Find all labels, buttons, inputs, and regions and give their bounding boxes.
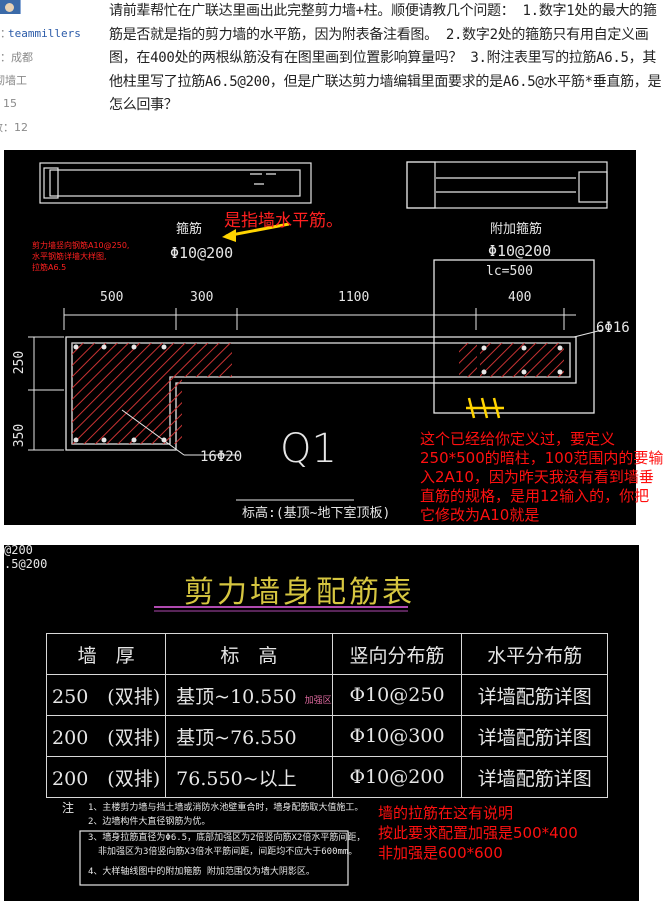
elevation-value: 基顶~10.550 [176, 685, 297, 708]
note-line: 1、主楼剪力墙与挡土墙或消防水池壁重合时，墙身配筋取大值施工。 [88, 803, 364, 813]
user-location: ：成都 [0, 51, 33, 65]
header-cell: 竖向分布筋 [331, 633, 463, 675]
rebar-dots [73, 344, 563, 443]
header-cell: 水平分布筋 [461, 633, 608, 675]
red-cad-note: 剪力墙竖向钢筋A10@250, 水平钢筋详墙大样图, 拉筋A6.5 [32, 240, 129, 273]
note-line: 非加强区为3倍竖向筋X3倍水平筋间距，间距均不应大于600mm。 [98, 847, 358, 857]
annotation-horizontal-bar: 是指墙水平筋。 [224, 211, 343, 231]
table-cell: Φ10@250 [331, 674, 463, 716]
cad-drawing-lines [28, 161, 608, 501]
dim-500: 500 [100, 290, 124, 305]
table-cell: 250 (双排) [45, 674, 167, 716]
table-title: 剪力墙身配筋表 [184, 575, 415, 610]
red-cad-note-line2: 水平钢筋详墙大样图, [32, 252, 107, 261]
dim-400: 400 [508, 290, 532, 305]
corner-spec-2: .5@200 [4, 557, 48, 571]
header-cell: 标 高 [165, 633, 333, 675]
header-cell: 墙 厚 [45, 633, 167, 675]
table-cell: Φ10@300 [331, 715, 463, 757]
rebar-16phi20: 16Φ20 [200, 449, 243, 465]
cad-wall-rebar-table: @200 .5@200 剪力墙身配筋表 墙 厚 标 高 竖向分布筋 水平分布筋 … [4, 545, 639, 901]
yellow-marks [466, 397, 504, 419]
column-hatch-extra [459, 343, 477, 377]
user-post-count: 帖子：15 [0, 97, 17, 110]
stirrup-label: 箍筋 [176, 222, 203, 237]
table-cell: 基顶~10.550 加强区 [165, 674, 333, 716]
column-hatch-left [72, 343, 182, 444]
cad-drawing-column-q1: 箍筋 Φ10@200 附加箍筋 Φ10@200 lc=500 剪力墙竖向钢筋A1… [4, 150, 636, 525]
table-row: 200 (双排) 76.550~以上 Φ10@200 详墙配筋详图 [45, 756, 608, 798]
table-cell: 基顶~76.550 [165, 715, 333, 757]
note-line: 4、大样轴线图中的附加箍筋 附加范围仅为墙大阴影区。 [88, 867, 315, 877]
username-link[interactable]: teammillers [8, 27, 81, 40]
user-profession: 砌墙工 [0, 74, 27, 87]
red-cad-note-line1: 剪力墙竖向钢筋A10@250, [32, 241, 130, 250]
rebar-6phi16: 6Φ16 [596, 320, 630, 336]
lc-label: lc=500 [486, 264, 533, 279]
location-prefix: ： [0, 51, 11, 64]
top-left-section [39, 162, 312, 204]
extra-stirrup-spec: Φ10@200 [488, 242, 552, 260]
note-line: 2、边墙构件大直径钢筋为优。 [88, 817, 211, 827]
table-cell: Φ10@200 [331, 756, 463, 798]
table-cell: 200 (双排) [45, 756, 167, 798]
note-line: 3、墙身拉筋直径为Φ6.5，底部加强区为2倍竖向筋X2倍水平筋间距， [88, 833, 366, 843]
leader-lines [121, 329, 603, 501]
location-value: 成都 [11, 51, 33, 64]
table-cell: 详墙配筋详图 [461, 715, 608, 757]
dimension-lines [28, 308, 576, 451]
user-prefix: ： [0, 27, 11, 40]
table-row: 250 (双排) 基顶~10.550 加强区 Φ10@250 详墙配筋详图 [45, 674, 608, 716]
annotation-reply: 这个已经给你定义过，要定义250*500的暗柱，100范围内的要输入2A10，因… [420, 430, 664, 524]
user-avatar[interactable] [0, 0, 21, 14]
jiaqiang-tag: 加强区 [304, 695, 332, 706]
table-cell: 200 (双排) [45, 715, 167, 757]
column-hatch-mid [182, 343, 232, 377]
top-right-section [406, 161, 608, 209]
corner-spec-1: @200 [4, 545, 33, 557]
question-text: 请前辈帮忙在广联达里画出此完整剪力墙+柱。顺便请教几个问题： 1.数字1处的最大… [109, 3, 662, 113]
dim-250: 250 [12, 350, 28, 375]
dim-1100: 1100 [338, 290, 370, 305]
elevation-label: 标高:(基顶~地下室顶板) [242, 506, 391, 521]
notes-list: 1、主楼剪力墙与挡土墙或消防水池壁重合时，墙身配筋取大值施工。 2、边墙构件大直… [88, 801, 365, 879]
table-cell: 76.550~以上 [165, 756, 333, 798]
user-fan-count: 粉丝数：12 [0, 121, 28, 134]
notes-head: 注 [62, 801, 75, 815]
dim-350: 350 [12, 423, 28, 448]
title-underline [79, 606, 408, 886]
table-header-row: 墙 厚 标 高 竖向分布筋 水平分布筋 [45, 633, 608, 675]
stirrup-spec: Φ10@200 [170, 244, 234, 262]
annotation-lajin: 墙的拉筋在这有说明 按此要求配置加强是500*400 非加强是600*600 [378, 804, 578, 862]
red-cad-note-line3: 拉筋A6.5 [32, 263, 67, 272]
table-cell: 详墙配筋详图 [461, 674, 608, 716]
table-cell: 详墙配筋详图 [461, 756, 608, 798]
table-row: 200 (双排) 基顶~76.550 Φ10@300 详墙配筋详图 [45, 715, 608, 757]
extra-stirrup-label: 附加箍筋 [490, 222, 543, 237]
column-id: Q1 [280, 426, 337, 472]
dim-300: 300 [190, 290, 214, 305]
yellow-arrow-icon [222, 222, 290, 242]
rebar-table: 墙 厚 标 高 竖向分布筋 水平分布筋 250 (双排) 基顶~10.550 加强… [45, 633, 608, 798]
